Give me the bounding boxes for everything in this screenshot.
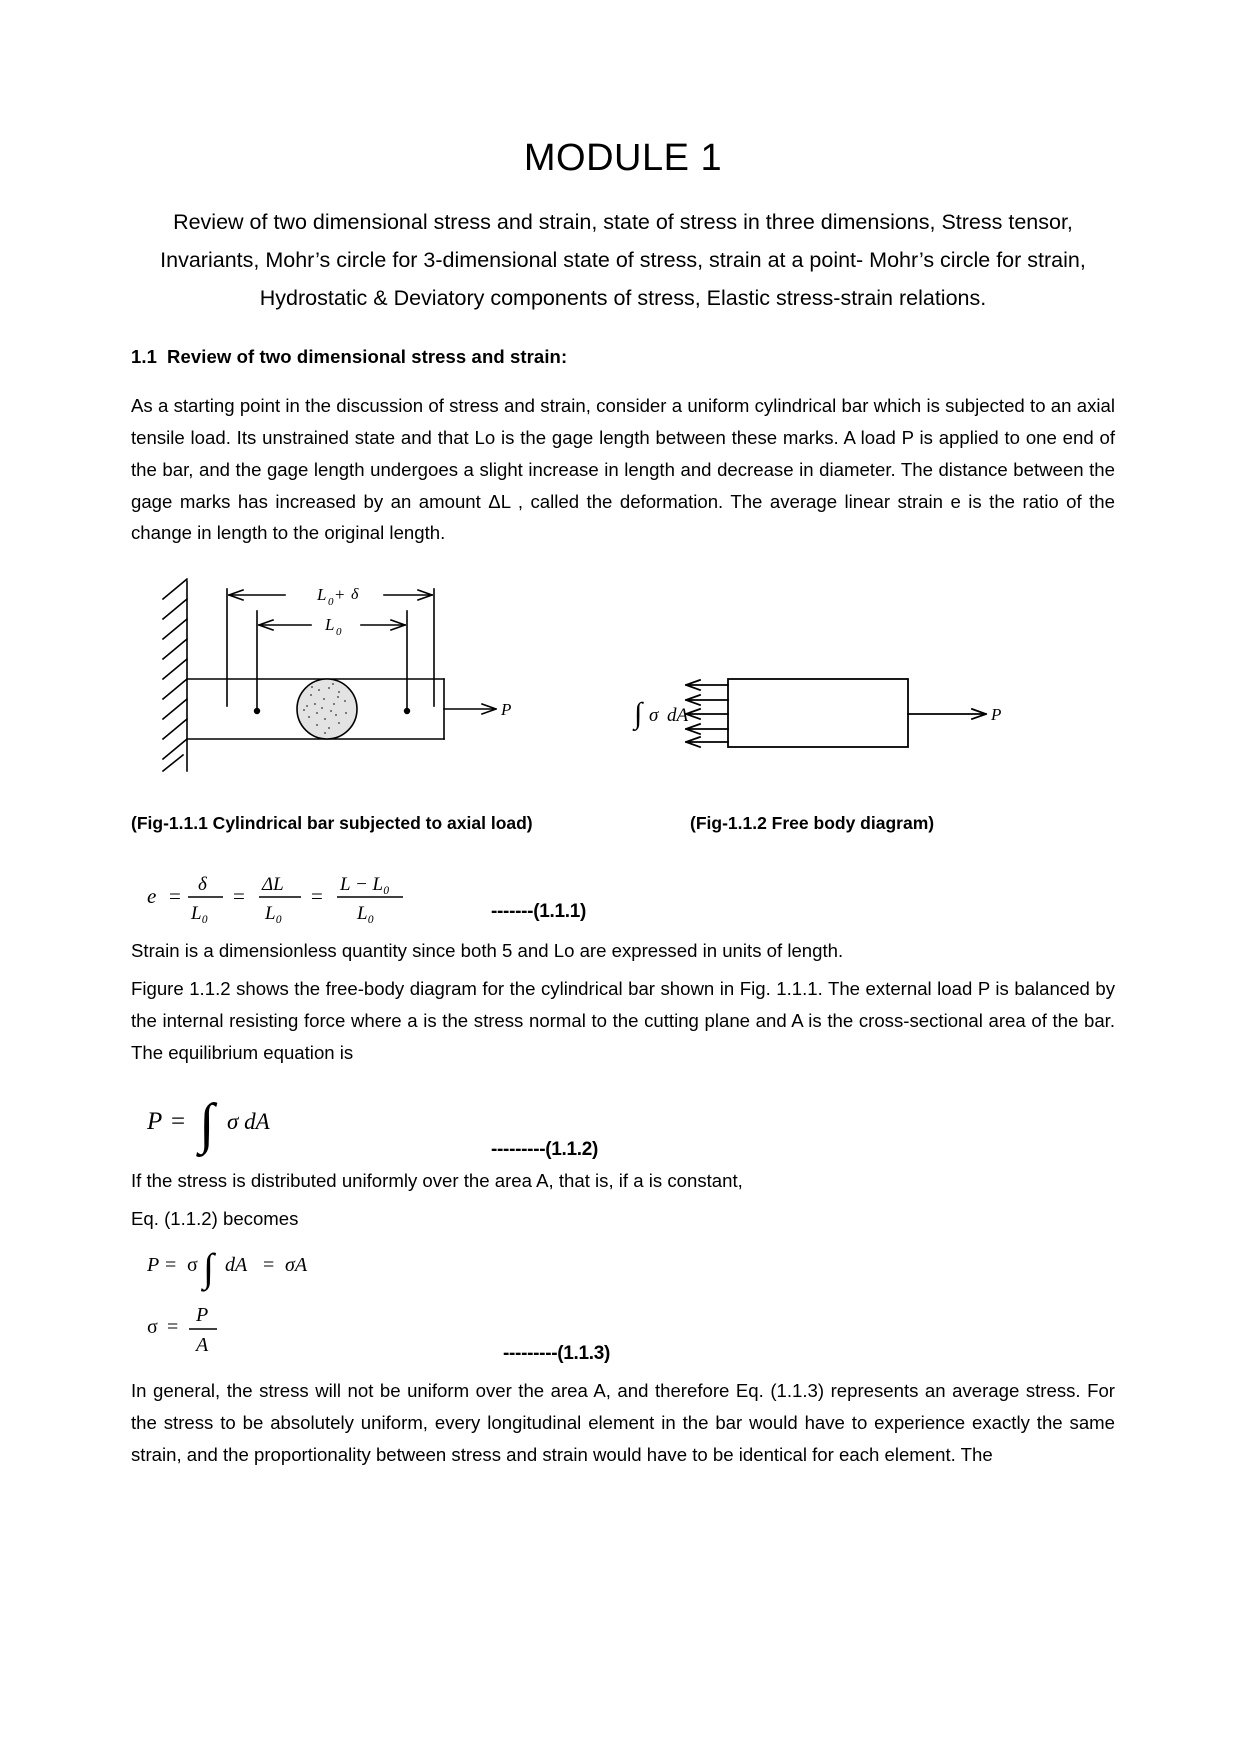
eq2-integrand: σ dA (227, 1109, 271, 1134)
eq3a-integral-icon: ∫ (200, 1249, 217, 1292)
label-outer-dimension: L (316, 585, 326, 604)
figure-captions-row: (Fig-1.1.1 Cylindrical bar subjected to … (131, 813, 1115, 843)
eq1-den-1: L₀ (190, 903, 208, 924)
eq1-num-3: L − L₀ (339, 874, 390, 895)
equation-3-expression: P = σ ∫ dA = σA σ = P A (141, 1245, 561, 1378)
eq1-den-2: L₀ (264, 903, 282, 924)
integral-sign-icon: ∫ (632, 697, 644, 732)
eq3a-rhs: σA (285, 1254, 308, 1276)
equation-block-1: e = δ L₀ = ΔL L₀ = L − L₀ L₀ (131, 857, 1115, 933)
document-content: MODULE 1 Review of two dimensional stres… (131, 0, 1115, 1471)
paragraph-after-eq2-line2: Eq. (1.1.2) becomes (131, 1208, 299, 1230)
cross-section-circle (296, 678, 358, 741)
eq2-integral-icon: ∫ (196, 1093, 218, 1158)
cross-section-stipple (303, 683, 347, 735)
eq1-equals-1: = (169, 884, 181, 908)
equation-1-expression: e = δ L₀ = ΔL L₀ = L − L₀ L₀ (141, 857, 561, 934)
eq1-num-2: ΔL (261, 874, 284, 895)
label-inner-dimension: L (324, 615, 334, 634)
figure-caption-2: (Fig-1.1.2 Free body diagram) (690, 813, 935, 834)
section-title: Review of two dimensional stress and str… (167, 345, 568, 367)
label-load-p-fbd: P (990, 705, 1001, 724)
label-d-a: dA (667, 705, 689, 726)
eq1-equals-2: = (233, 884, 245, 908)
eq3-denominator: A (194, 1334, 209, 1356)
label-load-p: P (500, 700, 511, 719)
eq2-equals: = (171, 1108, 185, 1135)
gage-mark-right (403, 708, 411, 715)
eq1-den-3: L₀ (356, 903, 374, 924)
eq3a-sigma: σ (187, 1254, 198, 1276)
eq1-lhs: e (147, 884, 156, 908)
paragraph-after-eq3: In general, the stress will not be unifo… (131, 1380, 1115, 1466)
module-subtitle: Review of two dimensional stress and str… (160, 209, 1086, 311)
free-body-svg: ∫ σ dA P (632, 678, 1001, 749)
eq3-numerator: P (195, 1304, 208, 1326)
eq3a-equals: = (165, 1254, 176, 1276)
equation-block-3: P = σ ∫ dA = σA σ = P A ---------(1.1.3) (131, 1245, 1115, 1378)
eq3a-equals-2: = (263, 1254, 274, 1276)
eq3-equals: = (167, 1316, 178, 1338)
eq2-lhs: P (146, 1108, 162, 1135)
equation-block-2: P = ∫ σ dA ---------(1.1.2) (131, 1087, 1115, 1165)
label-inner-dimension-sub: 0 (336, 626, 342, 638)
eq3a-integrand: dA (225, 1254, 248, 1276)
label-delta: δ (351, 586, 359, 603)
equation-2-tag: ---------(1.1.2) (491, 1139, 599, 1161)
label-outer-dimension-sub: 0 (328, 596, 334, 608)
equation-1-tag: -------(1.1.1) (491, 901, 587, 923)
figure-caption-1: (Fig-1.1.1 Cylindrical bar subjected to … (131, 813, 533, 834)
equation-3-tag: ---------(1.1.3) (503, 1343, 611, 1365)
figure-cylindrical-bar: L 0 + δ L 0 P (139, 571, 559, 791)
eq3a-lhs: P (146, 1254, 159, 1276)
cylindrical-bar-svg: L 0 + δ L 0 P (161, 578, 511, 773)
eq1-num-1: δ (198, 874, 208, 895)
figures-row: L 0 + δ L 0 P (131, 571, 1115, 811)
paragraph-after-eq1-line2: Figure 1.1.2 shows the free-body diagram… (131, 978, 1115, 1064)
paragraph-after-eq1-line1: Strain is a dimensionless quantity since… (131, 940, 844, 962)
figure-free-body-diagram: ∫ σ dA P (616, 671, 1036, 791)
label-plus-sign: + (335, 585, 345, 604)
intro-paragraph: As a starting point in the discussion of… (131, 394, 1115, 544)
gage-mark-left (253, 708, 261, 715)
section-heading: 1.1 Review of two dimensional stress and … (131, 346, 1115, 368)
label-sigma: σ (649, 705, 659, 726)
paragraph-after-eq2-line1: If the stress is distributed uniformly o… (131, 1170, 743, 1192)
eq3-lhs: σ (147, 1316, 158, 1338)
eq1-equals-3: = (311, 884, 323, 908)
page-title: MODULE 1 (523, 137, 723, 179)
equation-2-expression: P = ∫ σ dA (141, 1087, 561, 1168)
section-number: 1.1 (131, 345, 158, 367)
